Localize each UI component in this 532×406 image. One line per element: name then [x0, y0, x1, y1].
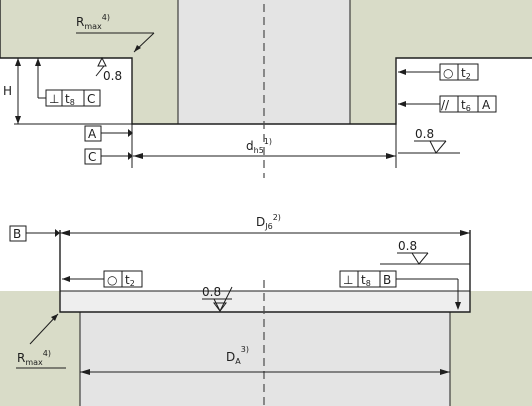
- housing-outline: [59, 230, 471, 313]
- datum-a-marker: A: [84, 125, 133, 142]
- svg-text:○: ○: [107, 273, 117, 287]
- svg-text:⊥: ⊥: [343, 273, 353, 287]
- shaft-diameter-dimension: dh51): [133, 137, 396, 159]
- svg-text:Rmax4): Rmax4): [76, 13, 110, 31]
- housing-bore: [80, 312, 450, 406]
- svg-text:t8: t8: [65, 92, 75, 107]
- shaft-body-left: [0, 0, 178, 58]
- svg-text:Rmax4): Rmax4): [17, 349, 51, 367]
- svg-text:0.8: 0.8: [202, 285, 221, 299]
- housing-diameter-dimension: DJ62): [60, 213, 470, 236]
- svg-text:A: A: [88, 127, 97, 141]
- housing-body-left: [0, 291, 60, 406]
- roughness-symbol-shoulder: 0.8: [398, 127, 460, 154]
- svg-text:B: B: [383, 273, 391, 287]
- roughness-symbol-face: 0.8: [380, 239, 470, 265]
- svg-text:t6: t6: [461, 98, 471, 113]
- datum-b-marker: B: [9, 225, 60, 242]
- svg-text:DA3): DA3): [226, 345, 249, 366]
- housing-seat-view: B DJ62) 0.8 ○ t2: [0, 213, 532, 406]
- fillet-radius-label-top: Rmax4): [76, 13, 155, 53]
- housing-body-left-lower: [60, 312, 80, 406]
- svg-text:H: H: [3, 84, 12, 98]
- parallelism-frame-top: // t6 A: [398, 95, 497, 113]
- fillet-radius-label-bottom: Rmax4): [16, 313, 66, 369]
- svg-text:t2: t2: [461, 66, 471, 81]
- shaft-seat-view: Rmax4) 0.8 H ⊥ t8: [0, 0, 532, 178]
- circularity-frame-top: ○ t2: [398, 63, 479, 81]
- svg-text:dh51): dh51): [246, 137, 272, 155]
- shaft-body-left-lower: [132, 58, 178, 124]
- svg-text:C: C: [87, 92, 95, 106]
- svg-text:0.8: 0.8: [398, 239, 417, 253]
- svg-text:⊥: ⊥: [49, 92, 59, 106]
- svg-text:C: C: [88, 150, 96, 164]
- svg-text:B: B: [13, 227, 21, 241]
- housing-body-right: [470, 291, 532, 406]
- datum-c-marker: C: [84, 148, 133, 165]
- roughness-symbol-bore: 0.8: [202, 285, 233, 313]
- svg-text:0.8: 0.8: [415, 127, 434, 141]
- svg-text:DJ62): DJ62): [256, 213, 281, 231]
- svg-text:A: A: [482, 98, 491, 112]
- housing-body-right-lower: [450, 312, 470, 406]
- roughness-symbol-fillet: 0.8: [95, 56, 122, 83]
- shaft-body-right: [350, 0, 532, 58]
- shaft-body-right-lower: [350, 58, 396, 124]
- height-dimension: H: [3, 58, 132, 125]
- circularity-frame-bottom: ○ t2: [62, 270, 143, 288]
- svg-text:t8: t8: [361, 273, 371, 288]
- perpendicularity-frame-top: ⊥ t8 C: [35, 58, 101, 107]
- perpendicularity-frame-bottom: ⊥ t8 B: [339, 270, 461, 310]
- svg-text:○: ○: [443, 66, 453, 80]
- svg-text:t2: t2: [125, 273, 135, 288]
- svg-text:0.8: 0.8: [103, 69, 122, 83]
- housing-ring: [60, 291, 470, 312]
- svg-text://: //: [441, 98, 450, 112]
- abutment-diameter-dimension: DA3): [80, 345, 450, 375]
